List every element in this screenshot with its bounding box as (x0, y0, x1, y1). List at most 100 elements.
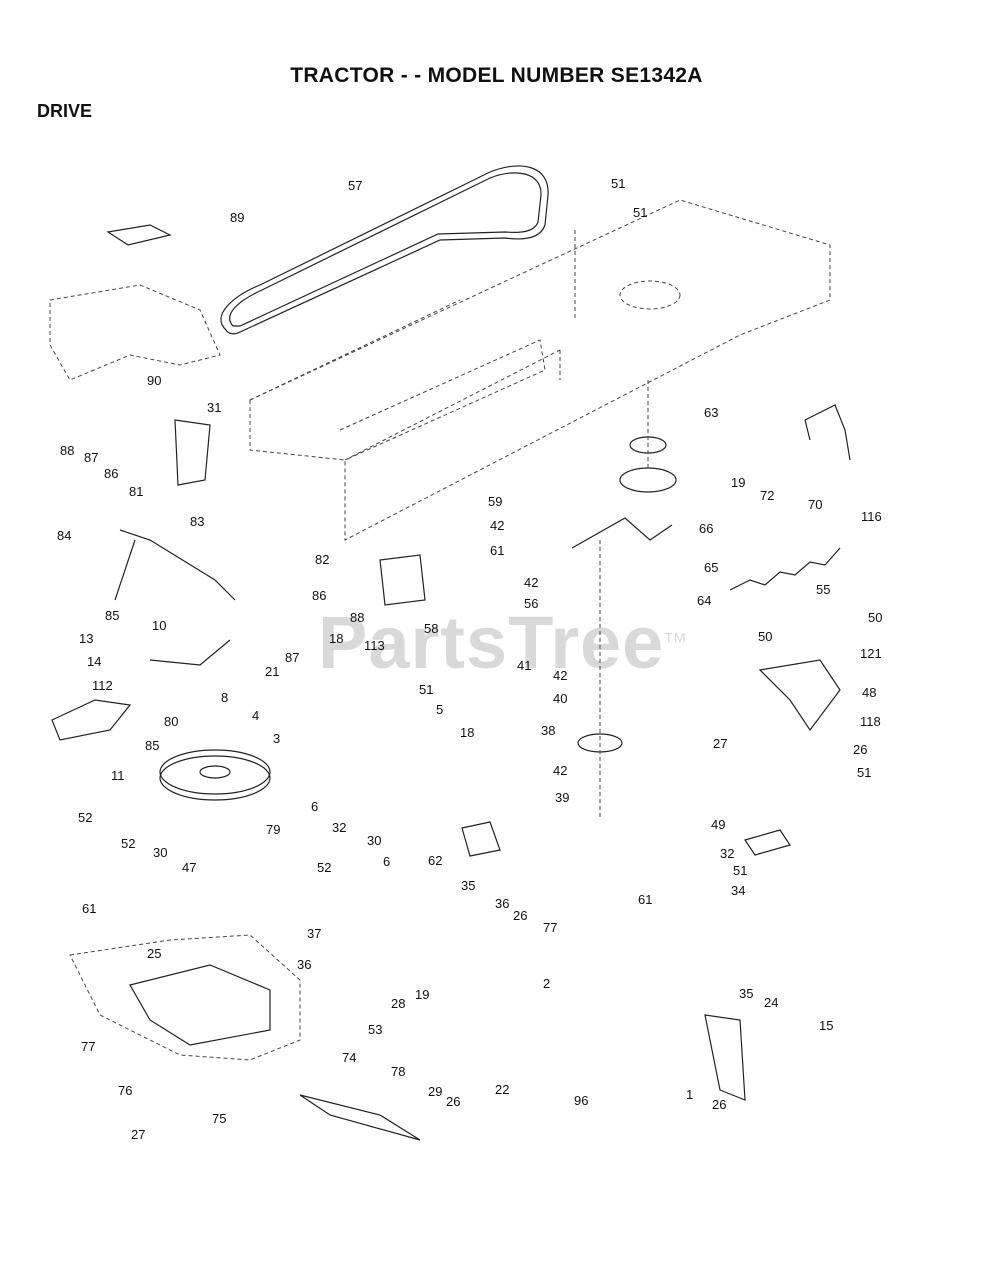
callout-26: 26 (853, 742, 867, 757)
callout-66: 66 (699, 521, 713, 536)
callout-59: 59 (488, 494, 502, 509)
callout-10: 10 (152, 618, 166, 633)
transaxle (69, 934, 301, 1061)
callout-36: 36 (297, 957, 311, 972)
callout-15: 15 (819, 1018, 833, 1033)
callout-31: 31 (207, 400, 221, 415)
callout-14: 14 (87, 654, 101, 669)
shaft (461, 821, 501, 857)
callout-57: 57 (348, 178, 362, 193)
callout-62: 62 (428, 853, 442, 868)
callout-3: 3 (273, 731, 280, 746)
callout-42: 42 (490, 518, 504, 533)
pulley (159, 749, 271, 795)
callout-6: 6 (311, 799, 318, 814)
callout-56: 56 (524, 596, 538, 611)
callout-61: 61 (638, 892, 652, 907)
extension-spring (729, 547, 841, 591)
callout-32: 32 (720, 846, 734, 861)
callout-77: 77 (543, 920, 557, 935)
callout-85: 85 (105, 608, 119, 623)
drive-belt-inner (229, 172, 542, 327)
callout-51: 51 (633, 205, 647, 220)
callout-51: 51 (419, 682, 433, 697)
callout-84: 84 (57, 528, 71, 543)
callout-26: 26 (513, 908, 527, 923)
callout-65: 65 (704, 560, 718, 575)
callout-38: 38 (541, 723, 555, 738)
link-bar (299, 1094, 421, 1141)
callout-42: 42 (524, 575, 538, 590)
callout-47: 47 (182, 860, 196, 875)
callout-76: 76 (118, 1083, 132, 1098)
callout-37: 37 (307, 926, 321, 941)
callout-116: 116 (861, 509, 882, 524)
bracket-plate (51, 699, 132, 741)
callout-30: 30 (367, 833, 381, 848)
callout-80: 80 (164, 714, 178, 729)
callout-49: 49 (711, 817, 725, 832)
callout-74: 74 (342, 1050, 356, 1065)
callout-24: 24 (764, 995, 778, 1010)
wire-bracket (804, 404, 851, 461)
callout-22: 22 (495, 1082, 509, 1097)
callout-30: 30 (153, 845, 167, 860)
callout-85: 85 (145, 738, 159, 753)
callout-35: 35 (461, 878, 475, 893)
callout-18: 18 (460, 725, 474, 740)
callout-52: 52 (121, 836, 135, 851)
callout-81: 81 (129, 484, 143, 499)
callout-18: 18 (329, 631, 343, 646)
callout-42: 42 (553, 763, 567, 778)
shift-lever (114, 529, 236, 601)
callout-78: 78 (391, 1064, 405, 1079)
callout-52: 52 (78, 810, 92, 825)
callout-88: 88 (60, 443, 74, 458)
callout-26: 26 (446, 1094, 460, 1109)
lever-rod (149, 639, 231, 666)
callout-55: 55 (816, 582, 830, 597)
callout-26: 26 (712, 1097, 726, 1112)
callout-48: 48 (862, 685, 876, 700)
callout-87: 87 (84, 450, 98, 465)
callout-50: 50 (758, 629, 772, 644)
callout-28: 28 (391, 996, 405, 1011)
callout-70: 70 (808, 497, 822, 512)
callout-5: 5 (436, 702, 443, 717)
callout-61: 61 (490, 543, 504, 558)
callout-36: 36 (495, 896, 509, 911)
drive-belt (220, 165, 549, 335)
callout-96: 96 (574, 1093, 588, 1108)
callout-34: 34 (731, 883, 745, 898)
callout-50: 50 (868, 610, 882, 625)
page-title: TRACTOR - - MODEL NUMBER SE1342A (290, 64, 703, 87)
callout-89: 89 (230, 210, 244, 225)
callout-8: 8 (221, 690, 228, 705)
callout-112: 112 (92, 678, 113, 693)
watermark-trademark: TM (664, 629, 687, 646)
callout-32: 32 (332, 820, 346, 835)
frame-rail (339, 339, 546, 461)
callout-113: 113 (364, 638, 385, 653)
callout-86: 86 (104, 466, 118, 481)
callout-1: 1 (686, 1087, 693, 1102)
callout-121: 121 (860, 646, 882, 661)
callout-63: 63 (704, 405, 718, 420)
callout-75: 75 (212, 1111, 226, 1126)
watermark: PartsTreeTM (318, 600, 687, 685)
callout-35: 35 (739, 986, 753, 1001)
callout-90: 90 (147, 373, 161, 388)
mounting-bracket (379, 554, 426, 606)
callout-58: 58 (424, 621, 438, 636)
callout-39: 39 (555, 790, 569, 805)
callout-2: 2 (543, 976, 550, 991)
heat-shield (174, 419, 211, 486)
callout-19: 19 (731, 475, 745, 490)
callout-29: 29 (428, 1084, 442, 1099)
angle-bracket (704, 1014, 746, 1101)
callout-51: 51 (611, 176, 625, 191)
callout-77: 77 (81, 1039, 95, 1054)
callout-13: 13 (79, 631, 93, 646)
